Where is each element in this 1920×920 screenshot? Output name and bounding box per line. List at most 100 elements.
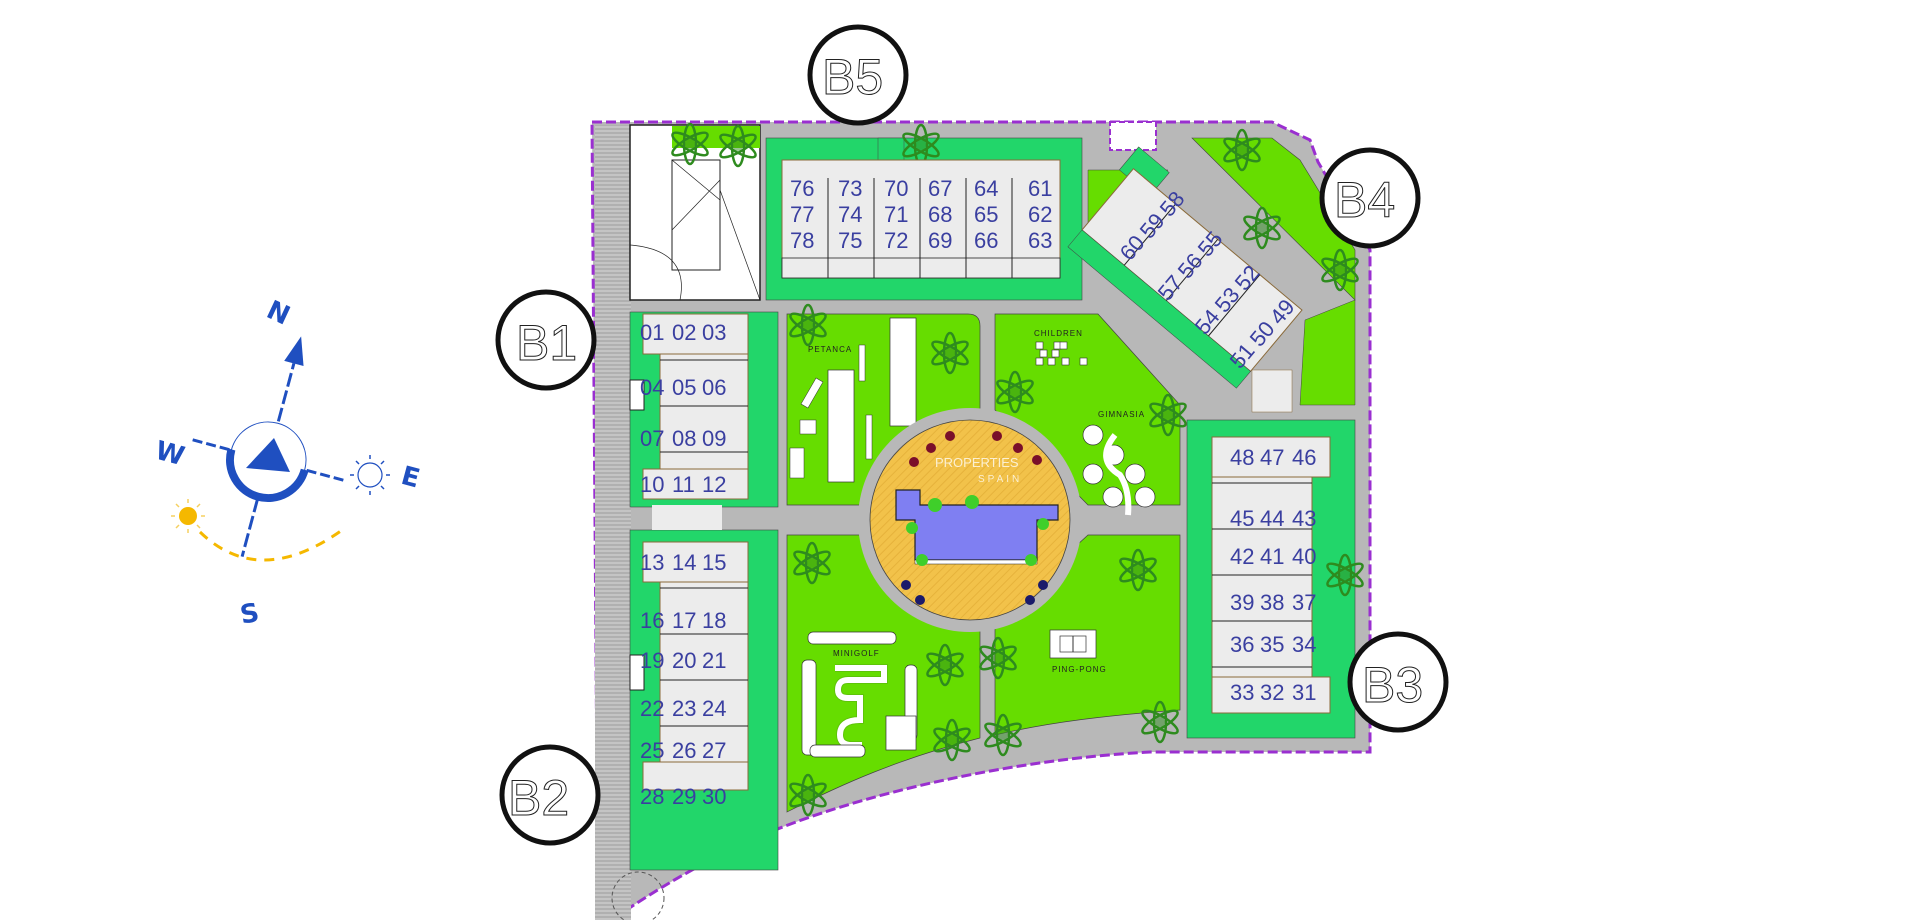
svg-text:69: 69	[928, 228, 952, 253]
block-b5-building	[781, 159, 1061, 279]
svg-text:SPAIN: SPAIN	[978, 474, 1022, 485]
block-callout-b5[interactable]: B5	[807, 24, 909, 126]
svg-text:07: 07	[640, 426, 664, 451]
turning-circle	[611, 871, 665, 920]
svg-text:67: 67	[928, 176, 952, 201]
svg-text:63: 63	[1028, 228, 1052, 253]
svg-text:02: 02	[672, 320, 696, 345]
svg-text:44: 44	[1260, 506, 1284, 531]
svg-text:05: 05	[672, 375, 696, 400]
entrance-building	[629, 122, 761, 301]
svg-text:PING-PONG: PING-PONG	[1052, 665, 1107, 674]
svg-text:77: 77	[790, 202, 814, 227]
block-callout-b2[interactable]: B2	[499, 744, 601, 846]
svg-text:MINIGOLF: MINIGOLF	[833, 649, 880, 658]
svg-text:76: 76	[790, 176, 814, 201]
sunrise-icon	[350, 455, 390, 495]
svg-text:28: 28	[640, 784, 664, 809]
svg-text:PETANCA: PETANCA	[808, 345, 852, 354]
svg-text:31: 31	[1292, 680, 1316, 705]
svg-text:68: 68	[928, 202, 952, 227]
block-callout-b4[interactable]: B4	[1319, 147, 1421, 249]
svg-text:40: 40	[1292, 544, 1316, 569]
svg-text:17: 17	[672, 608, 696, 633]
svg-text:24: 24	[702, 696, 726, 721]
svg-text:70: 70	[884, 176, 908, 201]
svg-text:B5: B5	[822, 49, 883, 105]
svg-text:B1: B1	[516, 315, 577, 371]
svg-text:36: 36	[1230, 632, 1254, 657]
svg-text:26: 26	[672, 738, 696, 763]
block-b1-building	[629, 313, 749, 500]
svg-text:27: 27	[702, 738, 726, 763]
svg-text:45: 45	[1230, 506, 1254, 531]
compass-rose	[190, 336, 346, 557]
svg-text:47: 47	[1260, 445, 1284, 470]
svg-text:61: 61	[1028, 176, 1052, 201]
block-b3-building	[1211, 436, 1331, 714]
svg-text:21: 21	[702, 648, 726, 673]
parking-strip	[595, 125, 631, 920]
svg-text:B3: B3	[1362, 657, 1423, 713]
svg-text:43: 43	[1292, 506, 1316, 531]
ping-pong-area: PING-PONG	[1049, 629, 1107, 674]
svg-text:23: 23	[672, 696, 696, 721]
svg-text:06: 06	[702, 375, 726, 400]
svg-text:46: 46	[1292, 445, 1316, 470]
svg-text:CHILDREN: CHILDREN	[1034, 329, 1083, 338]
svg-text:B2: B2	[508, 770, 569, 826]
svg-text:73: 73	[838, 176, 862, 201]
svg-text:33: 33	[1230, 680, 1254, 705]
petanca-area: PETANCA	[789, 317, 917, 483]
block-callout-b3[interactable]: B3	[1347, 631, 1449, 733]
svg-text:41: 41	[1260, 544, 1284, 569]
svg-text:39: 39	[1230, 590, 1254, 615]
minigolf-area: MINIGOLF	[801, 631, 918, 758]
svg-text:37: 37	[1292, 590, 1316, 615]
block-b2-building	[629, 541, 749, 791]
svg-text:62: 62	[1028, 202, 1052, 227]
svg-text:34: 34	[1292, 632, 1316, 657]
svg-text:25: 25	[640, 738, 664, 763]
svg-text:S: S	[238, 598, 262, 631]
svg-text:32: 32	[1260, 680, 1284, 705]
svg-text:71: 71	[884, 202, 908, 227]
children-play-area: CHILDREN	[1034, 329, 1088, 366]
svg-text:16: 16	[640, 608, 664, 633]
svg-text:08: 08	[672, 426, 696, 451]
sun-icon	[171, 499, 205, 533]
svg-text:64: 64	[974, 176, 998, 201]
svg-text:18: 18	[702, 608, 726, 633]
svg-text:09: 09	[702, 426, 726, 451]
svg-text:B4: B4	[1334, 172, 1395, 228]
svg-text:74: 74	[838, 202, 862, 227]
svg-text:78: 78	[790, 228, 814, 253]
svg-text:29: 29	[672, 784, 696, 809]
watermark: PROPERTIES SPAIN	[935, 455, 1022, 485]
svg-text:30: 30	[702, 784, 726, 809]
svg-text:04: 04	[640, 375, 664, 400]
svg-text:75: 75	[838, 228, 862, 253]
sun-path-arc	[198, 526, 346, 562]
svg-text:11: 11	[672, 472, 695, 497]
svg-text:03: 03	[702, 320, 726, 345]
pool-area	[858, 408, 1082, 632]
gimnasia-area: GIMNASIA	[1082, 410, 1156, 516]
svg-text:42: 42	[1230, 544, 1254, 569]
svg-text:N: N	[262, 295, 294, 331]
svg-text:E: E	[398, 461, 423, 495]
svg-text:66: 66	[974, 228, 998, 253]
svg-text:14: 14	[672, 550, 696, 575]
svg-text:22: 22	[640, 696, 664, 721]
svg-text:W: W	[152, 436, 187, 472]
svg-text:PROPERTIES: PROPERTIES	[935, 455, 1019, 470]
svg-text:GIMNASIA: GIMNASIA	[1098, 410, 1145, 419]
svg-text:35: 35	[1260, 632, 1284, 657]
block-b4-building	[1067, 146, 1303, 389]
svg-text:65: 65	[974, 202, 998, 227]
svg-text:12: 12	[702, 472, 726, 497]
svg-text:15: 15	[702, 550, 726, 575]
svg-text:19: 19	[640, 648, 664, 673]
block-b1-units: 01 02 03 04 05 06 07 08 09 10 11 12	[640, 320, 726, 497]
block-callout-b1[interactable]: B1	[495, 289, 597, 391]
